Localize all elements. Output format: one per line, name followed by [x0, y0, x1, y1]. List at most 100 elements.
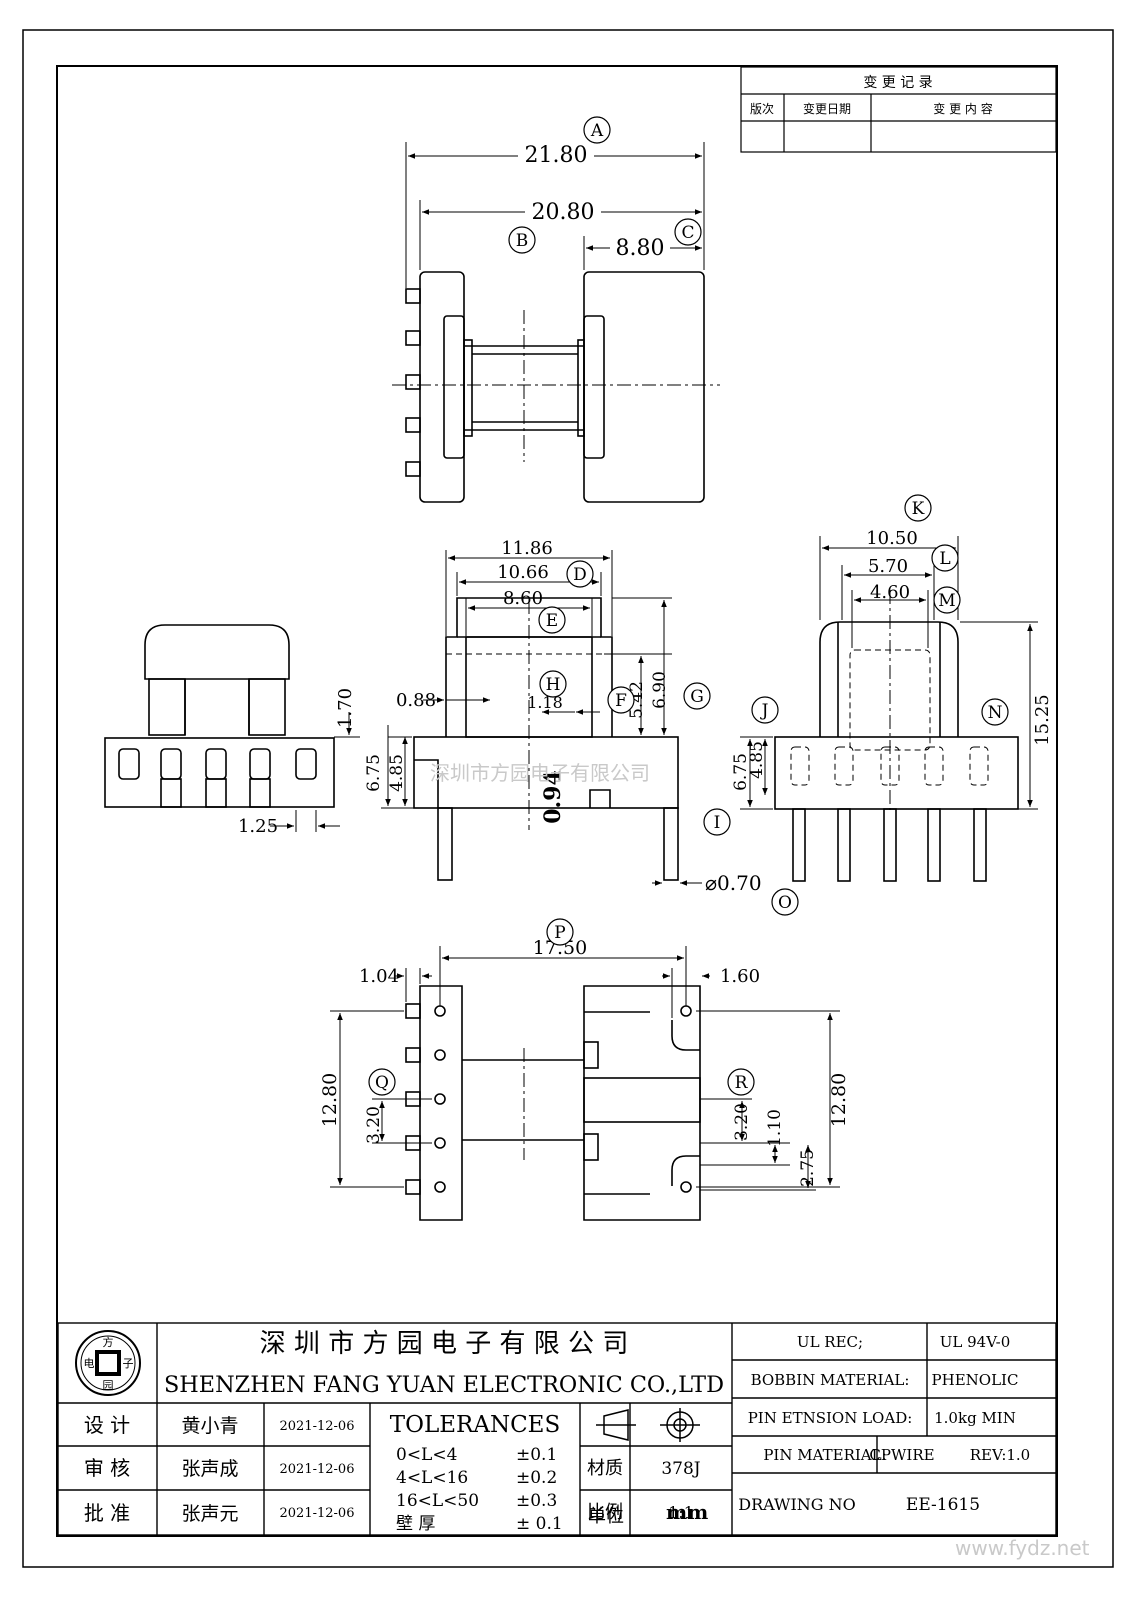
title-block-grid: [57, 1322, 1057, 1536]
role-review: 审 核: [84, 1456, 130, 1480]
company-logo: 方 电 子 园: [75, 1330, 141, 1396]
callout-b: B: [516, 231, 529, 251]
revision-table-title: 变 更 记 录: [863, 75, 932, 91]
callout-a: A: [590, 121, 604, 141]
dim-2-75: 2.75: [798, 1149, 818, 1187]
dim-1-10: 1.10: [765, 1109, 785, 1147]
tol-range-2: 4<L<16: [396, 1468, 468, 1488]
tol-value-4: ± 0.1: [516, 1514, 563, 1534]
bottom-view: [405, 985, 701, 1221]
revision-col-version: 版次: [750, 102, 774, 116]
dim-0-88: 0.88: [396, 690, 436, 711]
dim-3-20-left: 3.20: [364, 1106, 384, 1144]
callout-r: R: [735, 1073, 749, 1093]
dim-4-85: 4.85: [387, 754, 407, 792]
callout-h: H: [546, 675, 561, 695]
dim-10-50: 10.50: [866, 528, 918, 549]
revision-table: [740, 66, 1057, 153]
revision-col-content: 变 更 内 容: [933, 101, 992, 116]
tol-value-3: ±0.3: [516, 1491, 557, 1511]
callout-n: N: [988, 703, 1003, 723]
watermark-center: 深圳市方园电子有限公司: [430, 761, 650, 785]
pin-material-value: CPWIRE: [869, 1446, 934, 1464]
dim-1-04: 1.04: [359, 966, 399, 987]
bobbin-material-value: PHENOLIC: [932, 1371, 1019, 1389]
company-name-cn: 深 圳 市 方 园 电 子 有 限 公 司: [260, 1329, 629, 1359]
name-approve: 张声元: [181, 1503, 238, 1525]
tol-value-2: ±0.2: [516, 1468, 557, 1488]
dim-1-60: 1.60: [720, 966, 760, 987]
date-approve: 2021-12-06: [280, 1506, 355, 1521]
right-side-view: [774, 621, 1019, 882]
logo-char-bottom: 园: [103, 1379, 114, 1392]
material-value: 378J: [661, 1459, 700, 1479]
callout-letters: A B C D E F G H I J K L M N O P Q R: [375, 121, 1003, 1093]
callout-o: O: [778, 893, 792, 913]
dim-15-25: 15.25: [1032, 694, 1053, 746]
company-name-en: SHENZHEN FANG YUAN ELECTRONIC CO.,LTD: [164, 1373, 724, 1398]
side-left-view: [104, 624, 335, 808]
outer-frame: [22, 29, 1114, 1568]
ul-rec-label: UL REC;: [797, 1333, 863, 1351]
dim-17-50: 17.50: [533, 937, 587, 959]
callout-q: Q: [375, 1073, 389, 1093]
callout-f: F: [615, 691, 627, 711]
front-view: [413, 597, 679, 881]
pin-material-label: PIN MATERIAL:: [763, 1446, 886, 1464]
callout-p: P: [554, 923, 565, 943]
bobbin-material-label: BOBBIN MATERIAL:: [751, 1371, 910, 1389]
bottom-pin-holes: [434, 1005, 692, 1193]
unit-row: 单位 mm: [580, 1490, 732, 1535]
dim-0-94: 0.94: [540, 770, 566, 824]
callout-d: D: [573, 565, 587, 585]
top-right-flange: [583, 271, 705, 503]
callout-m: M: [938, 591, 955, 611]
material-label: 材质: [587, 1458, 623, 1479]
date-review: 2021-12-06: [280, 1462, 355, 1477]
date-design: 2021-12-06: [280, 1419, 355, 1434]
drawing-no-value: EE-1615: [906, 1495, 980, 1515]
dim-1-70: 1.70: [335, 688, 356, 728]
dim-3-20-right: 3.20: [732, 1103, 752, 1141]
callout-l: L: [939, 549, 950, 569]
callout-c: C: [681, 223, 694, 243]
dim-12-80-right: 12.80: [828, 1073, 850, 1127]
dim-5-42: 5.42: [627, 681, 647, 719]
tol-range-4: 壁 厚: [396, 1514, 435, 1534]
dim-21-80: 21.80: [525, 143, 588, 168]
unit-label-text: 单位: [588, 1506, 624, 1527]
scale-label: 比例: [587, 1502, 623, 1523]
dim-5-70: 5.70: [868, 556, 908, 577]
dim-1-25: 1.25: [238, 816, 278, 837]
pin-tension-value: 1.0kg MIN: [934, 1409, 1016, 1427]
dim-6-75-right: 6.75: [731, 753, 751, 791]
logo-char-right: 子: [123, 1357, 134, 1370]
dim-1-18: 1.18: [527, 693, 563, 712]
dim-20-80: 20.80: [532, 200, 595, 225]
drawing-no-label: DRAWING NO: [738, 1495, 856, 1514]
tol-value-1: ±0.1: [516, 1445, 557, 1465]
tolerances-title: TOLERANCES: [390, 1412, 560, 1438]
scale-value: 1:1: [668, 1503, 694, 1522]
logo-char-top: 方: [103, 1335, 114, 1349]
dim-10-66: 10.66: [497, 562, 549, 583]
logo-char-left: 电: [84, 1357, 95, 1370]
dim-4-85-right: 4.85: [747, 741, 767, 779]
top-pins: [405, 288, 421, 477]
callout-k: K: [912, 499, 925, 519]
top-view: [405, 271, 705, 503]
dim-diameter-0-70: ⌀0.70: [705, 871, 762, 895]
inner-frame: [56, 65, 1058, 1537]
role-approve: 批 准: [84, 1501, 130, 1525]
projection-symbol: [596, 1408, 700, 1442]
revision-col-date: 变更日期: [803, 101, 851, 116]
dim-8-60: 8.60: [503, 588, 543, 609]
revision-value: REV:1.0: [970, 1446, 1030, 1464]
role-design: 设 计: [84, 1413, 130, 1437]
top-left-flange: [419, 271, 465, 503]
dim-8-80: 8.80: [616, 236, 665, 261]
ul-rec-value: UL 94V-0: [940, 1333, 1011, 1351]
dim-12-80-left: 12.80: [319, 1073, 341, 1127]
callout-g: G: [690, 687, 704, 707]
